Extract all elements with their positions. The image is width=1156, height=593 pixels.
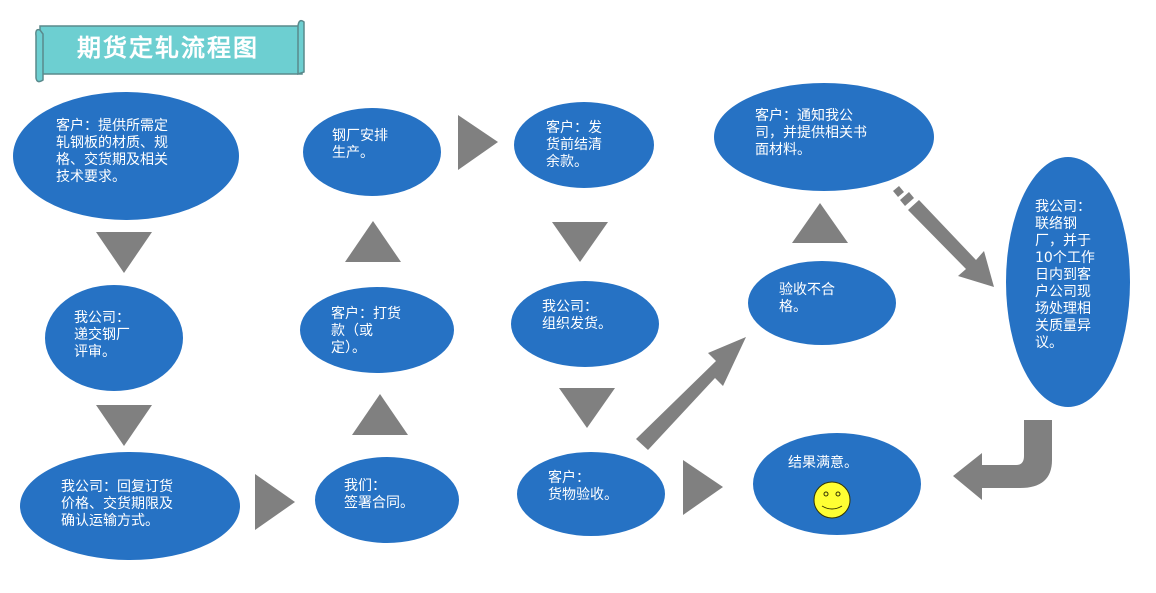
triangle-arrow-icon xyxy=(255,474,295,530)
node-ellipse-customer-notify-company xyxy=(714,83,934,191)
node-customer-notify-company: 客户：通知我公 司，并提供相关书 面材料。 xyxy=(755,108,867,158)
node-ellipse-customer-settle-balance xyxy=(514,102,654,188)
node-company-organize-shipping: 我公司： 组织发货。 xyxy=(542,299,612,332)
triangle-arrow-icon xyxy=(352,394,408,435)
triangle-arrow-icon xyxy=(792,203,848,243)
triangle-arrow-icon xyxy=(96,405,152,446)
node-customer-provide-specs: 客户：提供所需定 轧钢板的材质、规 格、交货期及相关 技术要求。 xyxy=(56,118,168,185)
node-ellipse-inspection-failed xyxy=(748,261,896,345)
node-ellipse-company-organize-shipping xyxy=(511,281,659,367)
node-mill-arrange-production: 钢厂安排 生产。 xyxy=(332,128,388,161)
node-ellipse-customer-pay-deposit xyxy=(300,287,454,373)
node-inspection-failed: 验收不合 格。 xyxy=(779,282,835,315)
u-turn-arrow-icon xyxy=(953,420,1052,500)
node-ellipse-company-submit-mill-review xyxy=(45,285,183,391)
node-ellipse-customer-inspect-goods xyxy=(517,452,665,536)
triangle-arrow-icon xyxy=(96,232,152,273)
node-customer-inspect-goods: 客户： 货物验收。 xyxy=(548,470,618,503)
striped-arrow-icon xyxy=(893,186,994,287)
node-ellipse-customer-provide-specs xyxy=(13,92,239,220)
triangle-arrow-icon xyxy=(552,222,608,262)
node-customer-pay-deposit: 客户：打货 款（或 定）。 xyxy=(331,306,401,356)
triangle-arrow-icon xyxy=(458,115,498,170)
node-company-reply-price: 我公司：回复订货 价格、交货期限及 确认运输方式。 xyxy=(61,479,173,529)
node-company-submit-mill-review: 我公司： 递交钢厂 评审。 xyxy=(74,310,130,360)
title-banner xyxy=(35,19,305,83)
node-ellipse-company-reply-price xyxy=(20,452,240,560)
triangle-arrow-icon xyxy=(683,460,723,515)
triangle-arrow-icon xyxy=(345,221,401,262)
block-arrow-icon xyxy=(636,337,746,450)
node-result-satisfied: 结果满意。 xyxy=(788,455,858,471)
triangle-arrow-icon xyxy=(559,388,615,428)
page-title: 期货定轧流程图 xyxy=(77,33,259,62)
node-ellipse-mill-arrange-production xyxy=(303,108,441,196)
node-sign-contract: 我们： 签署合同。 xyxy=(344,478,414,511)
smiley-face-icon xyxy=(813,481,851,519)
node-ellipse-sign-contract xyxy=(315,457,459,543)
node-customer-settle-balance: 客户：发 货前结清 余款。 xyxy=(546,120,602,170)
node-ellipse-company-handle-dispute xyxy=(1006,157,1130,407)
node-company-handle-dispute: 我公司： 联络钢 厂，并于 10个工作 日内到客 户公司现 场处理相 关质量异 … xyxy=(1035,199,1095,351)
